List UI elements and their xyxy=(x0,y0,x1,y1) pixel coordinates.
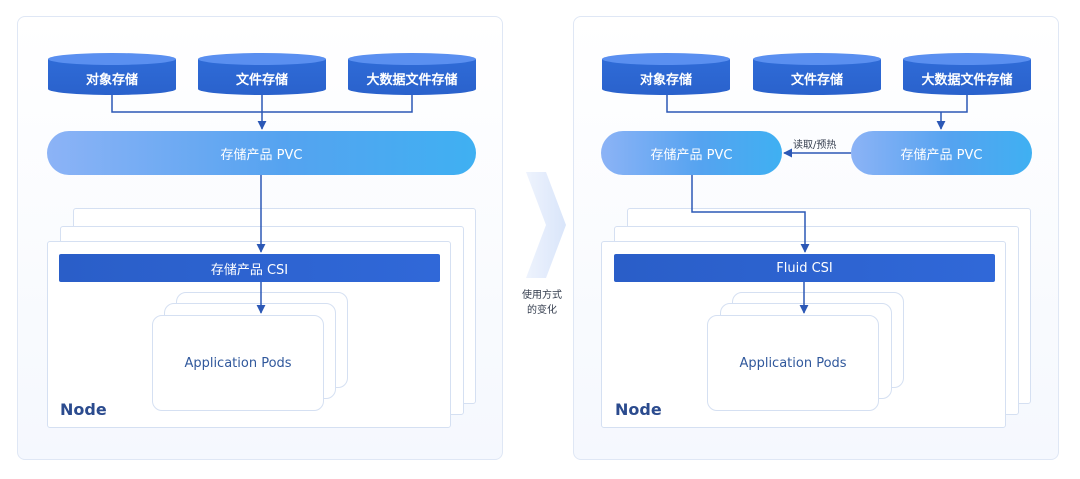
storage-label: 对象存储 xyxy=(85,72,138,88)
read-preheat-label: 读取/预热 xyxy=(793,140,837,151)
left-bigdata-storage-cylinder: 大数据文件存储 xyxy=(348,45,476,95)
caption-line-1: 使用方式 xyxy=(522,290,562,301)
caption-line-2: 的变化 xyxy=(527,305,557,316)
right-bigdata-storage-cylinder: 大数据文件存储 xyxy=(903,45,1031,95)
storage-label: 对象存储 xyxy=(639,72,692,88)
pvc-label: 存储产品 PVC xyxy=(900,147,983,163)
pods-label: Application Pods xyxy=(184,355,292,371)
storage-label: 文件存储 xyxy=(235,72,288,88)
right-node-label: Node xyxy=(615,400,662,419)
right-file-storage-cylinder: 文件存储 xyxy=(753,45,881,95)
storage-label: 大数据文件存储 xyxy=(366,72,458,88)
storage-label: 大数据文件存储 xyxy=(921,72,1013,88)
csi-label: Fluid CSI xyxy=(776,260,833,276)
pods-label: Application Pods xyxy=(739,355,847,371)
right-storage-pvc-pill: 存储产品 PVC xyxy=(851,131,1032,175)
right-object-storage-cylinder: 对象存储 xyxy=(602,45,730,95)
right-csi-bar: Fluid CSI xyxy=(614,254,995,282)
pvc-label: 存储产品 PVC xyxy=(650,147,733,163)
right-pod-card: Application Pods xyxy=(707,315,879,411)
left-pvc-pill: 存储产品 PVC xyxy=(47,131,476,175)
transition-caption: 使用方式 的变化 xyxy=(512,288,572,318)
left-file-storage-cylinder: 文件存储 xyxy=(198,45,326,95)
right-fluid-pvc-pill: 存储产品 PVC xyxy=(601,131,782,175)
csi-label: 存储产品 CSI xyxy=(210,262,289,278)
left-node-label: Node xyxy=(60,400,107,419)
storage-label: 文件存储 xyxy=(790,72,843,88)
left-pod-card: Application Pods xyxy=(152,315,324,411)
pvc-label: 存储产品 PVC xyxy=(220,147,303,163)
left-csi-bar: 存储产品 CSI xyxy=(59,254,440,282)
left-object-storage-cylinder: 对象存储 xyxy=(48,45,176,95)
